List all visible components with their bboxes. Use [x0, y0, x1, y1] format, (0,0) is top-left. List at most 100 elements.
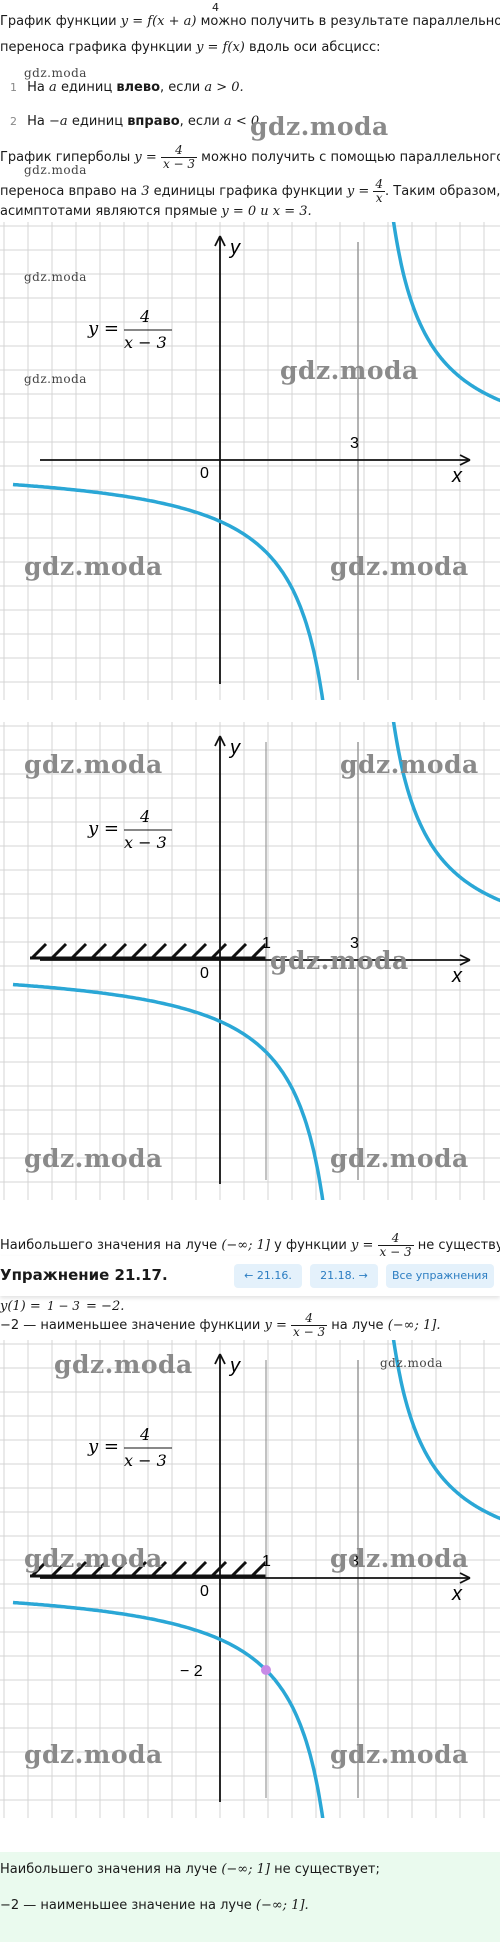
formula-numerator: 4	[139, 307, 150, 326]
watermark-big: gdz.moda	[250, 112, 389, 141]
exercise-nav-bar: Упражнение 21.17. ← 21.16. 21.18. → Все …	[0, 1256, 500, 1296]
watermark-big: gdz.moda	[24, 552, 163, 581]
list-item-1: 1 На a единиц влево, если a > 0.	[10, 80, 244, 95]
tick-label-3: 3	[350, 1553, 359, 1570]
watermark-big: gdz.moda	[330, 1544, 469, 1573]
hatch-mark	[150, 1560, 168, 1578]
hatch-mark	[210, 942, 228, 960]
hatch-mark	[50, 942, 68, 960]
watermark-big: gdz.moda	[24, 1740, 163, 1769]
hatch-mark	[210, 1560, 228, 1578]
hatch-mark	[230, 1560, 248, 1578]
y-axis-arrow	[214, 1353, 226, 1365]
graph-1: y x 0 3 y = 4 x − 3	[0, 222, 500, 700]
top-digit: 4	[212, 1, 219, 14]
watermark-small: gdz.moda	[24, 270, 87, 284]
watermark-big: gdz.moda	[280, 356, 419, 385]
min-point	[261, 1665, 271, 1675]
hatch-mark	[130, 1560, 148, 1578]
origin-label: 0	[200, 1583, 209, 1600]
hatch-mark	[50, 1560, 68, 1578]
tick-label-1: 1	[262, 935, 271, 952]
watermark-big: gdz.moda	[24, 1544, 163, 1573]
formula-numerator: 4	[139, 807, 150, 826]
hyperbola-left-branch	[12, 1600, 325, 1818]
conclusion-line: Наибольшего значения на луче (−∞; 1] у ф…	[0, 1231, 500, 1259]
hatch-mark	[130, 942, 148, 960]
watermark-big: gdz.moda	[24, 750, 163, 779]
watermark-big: gdz.moda	[340, 750, 479, 779]
all-exercises-button[interactable]: Все упражнения	[386, 1264, 494, 1288]
exercise-title: Упражнение 21.17.	[0, 1266, 168, 1284]
hyperbola-right-branch	[391, 222, 500, 403]
y-axis-label: y	[228, 737, 241, 759]
tick-label-1: 1	[262, 1553, 271, 1570]
watermark-big: gdz.moda	[330, 552, 469, 581]
hyperbola-left-branch	[12, 982, 325, 1200]
formula-y: y =	[87, 1436, 119, 1457]
hatch-mark	[250, 942, 268, 960]
x-axis-label: x	[451, 965, 463, 987]
hatch-mark	[70, 1560, 88, 1578]
hatch-mark	[170, 942, 188, 960]
watermark-big: gdz.moda	[270, 946, 409, 975]
tick-label-minus-2: − 2	[180, 1663, 203, 1680]
watermark-small: gdz.moda	[24, 66, 87, 80]
intro-line-5: асимптотами являются прямые y = 0 и x = …	[0, 204, 312, 219]
watermark-big: gdz.moda	[330, 1144, 469, 1173]
hatch-mark	[250, 1560, 268, 1578]
watermark-small: gdz.moda	[24, 372, 87, 386]
next-exercise-button[interactable]: 21.18. →	[310, 1264, 378, 1288]
answer-line-1: Наибольшего значения на луче (−∞; 1] не …	[0, 1862, 380, 1877]
x-axis-label: x	[451, 1583, 463, 1605]
hyperbola-right-branch	[391, 722, 500, 903]
formula-y: y =	[87, 818, 119, 839]
hatch-mark	[230, 942, 248, 960]
y-axis-label: y	[228, 1355, 241, 1377]
y-axis-arrow	[214, 235, 226, 247]
tick-label-3: 3	[350, 935, 359, 952]
origin-label: 0	[200, 465, 209, 482]
x-axis-arrow	[459, 1572, 471, 1584]
intro-line-2: переноса графика функции y = f(x) вдоль …	[0, 40, 381, 55]
x-axis-arrow	[459, 454, 471, 466]
y-axis-label: y	[228, 237, 241, 259]
x-axis-arrow	[459, 954, 471, 966]
ex-line-1: y(1) = 1 − 3 = −2.	[0, 1299, 125, 1314]
intro-line-4: переноса вправо на 3 единицы графика фун…	[0, 177, 500, 205]
formula-denominator: x − 3	[124, 833, 167, 852]
hatch-mark	[110, 942, 128, 960]
hyperbola-left-branch	[12, 482, 325, 700]
formula-numerator: 4	[139, 1425, 150, 1444]
hatch-mark	[110, 1560, 128, 1578]
hatch-mark	[170, 1560, 188, 1578]
x-axis-label: x	[451, 465, 463, 487]
hatch-mark	[70, 942, 88, 960]
hyperbola-right-branch	[391, 1340, 500, 1521]
hatch-mark	[30, 942, 48, 960]
hatch-mark	[150, 942, 168, 960]
list-item-2: 2 На −a единиц вправо, если a < 0.	[10, 114, 264, 129]
hatch-mark	[190, 942, 208, 960]
watermark-big: gdz.moda	[54, 1350, 193, 1379]
watermark-big: gdz.moda	[24, 1144, 163, 1173]
formula-denominator: x − 3	[124, 333, 167, 352]
y-axis-arrow	[214, 735, 226, 747]
prev-exercise-button[interactable]: ← 21.16.	[234, 1264, 302, 1288]
formula-denominator: x − 3	[124, 1451, 167, 1470]
tick-label-3: 3	[350, 435, 359, 452]
formula-y: y =	[87, 318, 119, 339]
answer-box: Наибольшего значения на луче (−∞; 1] не …	[0, 1852, 500, 1942]
watermark-small: gdz.moda	[24, 163, 87, 177]
hatch-mark	[90, 1560, 108, 1578]
intro-line-1: График функции y = f(x + a) можно получи…	[0, 14, 500, 29]
hatch-mark	[90, 942, 108, 960]
watermark-big: gdz.moda	[330, 1740, 469, 1769]
hatch-mark	[30, 1560, 48, 1578]
